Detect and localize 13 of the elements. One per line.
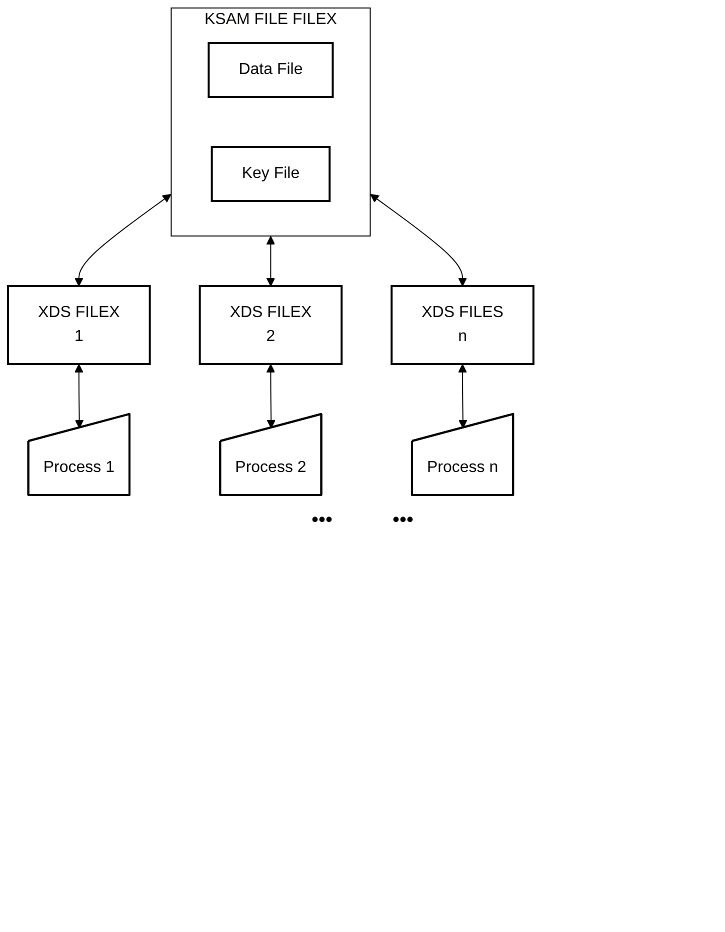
arrow [266,364,276,428]
node-box: Key File [210,146,331,202]
arrow [74,364,84,428]
ellipsis-dots: ••• [311,509,332,532]
arrow [458,364,468,428]
arrow [370,194,467,286]
node-box: XDS FILES n [390,285,534,365]
node-box: XDS FILEX 1 [7,285,151,365]
node-box: XDS FILEX 2 [198,285,343,365]
arrow [74,194,172,286]
arrow [266,236,276,286]
ellipsis-dots: ••• [392,509,414,532]
node-box: Data File [208,42,334,98]
